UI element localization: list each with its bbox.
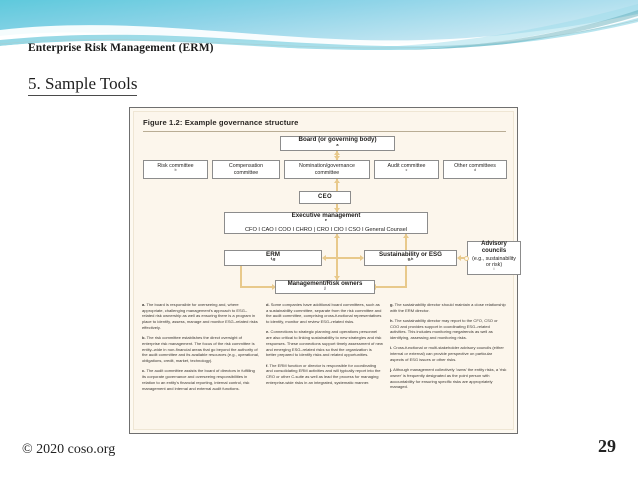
note-i: i. Cross-functional or multi-stakeholder… — [390, 345, 507, 362]
note-f: f. The ERM function or director is respo… — [266, 363, 383, 386]
note-h: h. The sustainability director may repor… — [390, 318, 507, 341]
note-a-key: a. — [142, 302, 146, 307]
figure-caption: Figure 1.2: Example governance structure — [143, 118, 299, 127]
committee-audit-label: Audit committee — [387, 163, 426, 170]
node-management-label: Management/Risk owners — [287, 279, 363, 287]
node-board-sup: a — [336, 142, 339, 147]
arrow-up-exec-spine — [334, 234, 340, 238]
figure-container: Figure 1.2: Example governance structure… — [129, 107, 521, 434]
note-c-text: The audit committee assists the board of… — [142, 368, 255, 391]
note-e: e. Connections to strategic planning and… — [266, 329, 383, 358]
node-erm-label: ERM — [266, 250, 280, 258]
note-j-text: Although management collectively 'owns' … — [390, 367, 507, 390]
committee-risk-sup: b — [174, 167, 177, 172]
node-esg-label: Sustainability or ESG — [379, 250, 442, 258]
figure-notes: a. The board is responsible for overseei… — [142, 302, 508, 430]
advisory-sup: i — [493, 266, 495, 271]
arrow-left-advisory — [457, 255, 461, 261]
note-j-key: j. — [390, 367, 393, 373]
arrow-left-erm — [322, 255, 326, 261]
connector-committees-ceo — [336, 179, 338, 191]
slide-subtitle: Enterprise Risk Management (ERM) — [28, 42, 214, 54]
node-ceo: CEO — [299, 191, 351, 204]
note-j: j. Although management collectively 'own… — [390, 367, 507, 390]
exec-title-sup: e — [324, 218, 328, 223]
note-g: g. The sustainability director should ma… — [390, 302, 507, 313]
arrow-right-esg — [360, 255, 364, 261]
notes-column-3: g. The sustainability director should ma… — [390, 302, 507, 430]
note-c: c. The audit committee assists the board… — [142, 368, 259, 391]
note-d-key: d. — [266, 302, 270, 307]
node-esg-sup: g,h — [407, 256, 414, 261]
node-board: Board (or governing body)a — [280, 136, 395, 151]
note-f-text: The ERM function or director is responsi… — [266, 362, 381, 385]
committee-other-label: Other committees — [454, 163, 496, 170]
note-g-text: The sustainability director should maint… — [390, 302, 506, 313]
note-b-key: b. — [142, 335, 146, 341]
note-e-text: Connections to strategic planning and op… — [266, 329, 383, 358]
connector-erm-esg — [324, 257, 362, 259]
arrow-up-ceo — [334, 179, 340, 183]
figure-inner: Figure 1.2: Example governance structure… — [133, 111, 521, 430]
arrow-right-management-left — [272, 284, 276, 290]
node-erm-sup: f,g — [270, 255, 276, 261]
note-a: a. The board is responsible for overseei… — [142, 302, 259, 331]
committee-audit-sup: c — [405, 167, 408, 172]
note-d-text: Some companies have additional board com… — [266, 302, 382, 325]
arrow-up-board — [334, 151, 340, 155]
connector-esg-exec — [405, 234, 407, 250]
note-h-key: h. — [390, 317, 394, 323]
advisory-sub-label: (e.g., sustainability or risk) — [472, 256, 516, 269]
advisory-title-label: Advisory councils — [481, 241, 507, 255]
connector-exec-management — [336, 234, 338, 280]
node-advisory-councils: Advisory councils (e.g., sustainability … — [467, 241, 521, 275]
node-ceo-label: CEO — [318, 193, 332, 200]
note-b: b. The risk committee establishes the di… — [142, 335, 259, 364]
note-f-key: f. — [266, 362, 269, 368]
notes-column-2: d. Some companies have additional board … — [266, 302, 383, 430]
connector-esg-management — [374, 286, 407, 288]
committee-compensation-label: Compensation committee — [228, 163, 264, 176]
committee-other-sup: d — [474, 167, 476, 172]
note-d: d. Some companies have additional board … — [266, 302, 383, 325]
connector-erm-management — [240, 286, 277, 288]
node-committee-nomination: Nomination/governance committee — [284, 160, 370, 179]
note-i-text: Cross-functional or multi-stakeholder ad… — [390, 345, 504, 362]
connector-erm-down — [240, 266, 242, 287]
node-board-label: Board (or governing body) — [298, 136, 377, 144]
page-title: 5. Sample Tools — [28, 74, 138, 96]
committee-risk-label: Risk committee — [157, 163, 194, 170]
arrow-down-exec — [334, 208, 340, 212]
connector-board-committees — [336, 151, 338, 160]
connector-esg-down — [405, 266, 407, 287]
arrow-down-committees — [334, 156, 340, 160]
node-committee-compensation: Compensation committee — [212, 160, 280, 179]
committee-nomination-label: Nomination/governance committee — [299, 163, 355, 176]
notes-column-1: a. The board is responsible for overseei… — [142, 302, 259, 430]
note-h-text: The sustainability director may report t… — [390, 317, 498, 341]
footer-copyright: © 2020 coso.org — [22, 442, 116, 457]
note-g-key: g. — [390, 302, 394, 307]
arrow-up-esg-exec — [403, 234, 409, 238]
note-c-key: c. — [142, 368, 146, 374]
page-number: 29 — [598, 436, 616, 456]
exec-title-label: Executive management — [291, 211, 361, 219]
note-b-text: The risk committee establishes the direc… — [142, 335, 259, 364]
note-i-key: i. — [390, 345, 393, 351]
figure-caption-rule — [143, 131, 506, 132]
note-e-key: e. — [266, 329, 270, 335]
note-a-text: The board is responsible for overseeing … — [142, 302, 258, 330]
exec-roles-label: CFO I CAO I COO I CHRO | CRO I CIO I CSO… — [245, 227, 407, 234]
header-decoration — [0, 0, 638, 62]
arrow-down-management — [334, 276, 340, 280]
node-management-sup: j — [324, 285, 326, 290]
connector-dot-advisory — [464, 255, 470, 261]
